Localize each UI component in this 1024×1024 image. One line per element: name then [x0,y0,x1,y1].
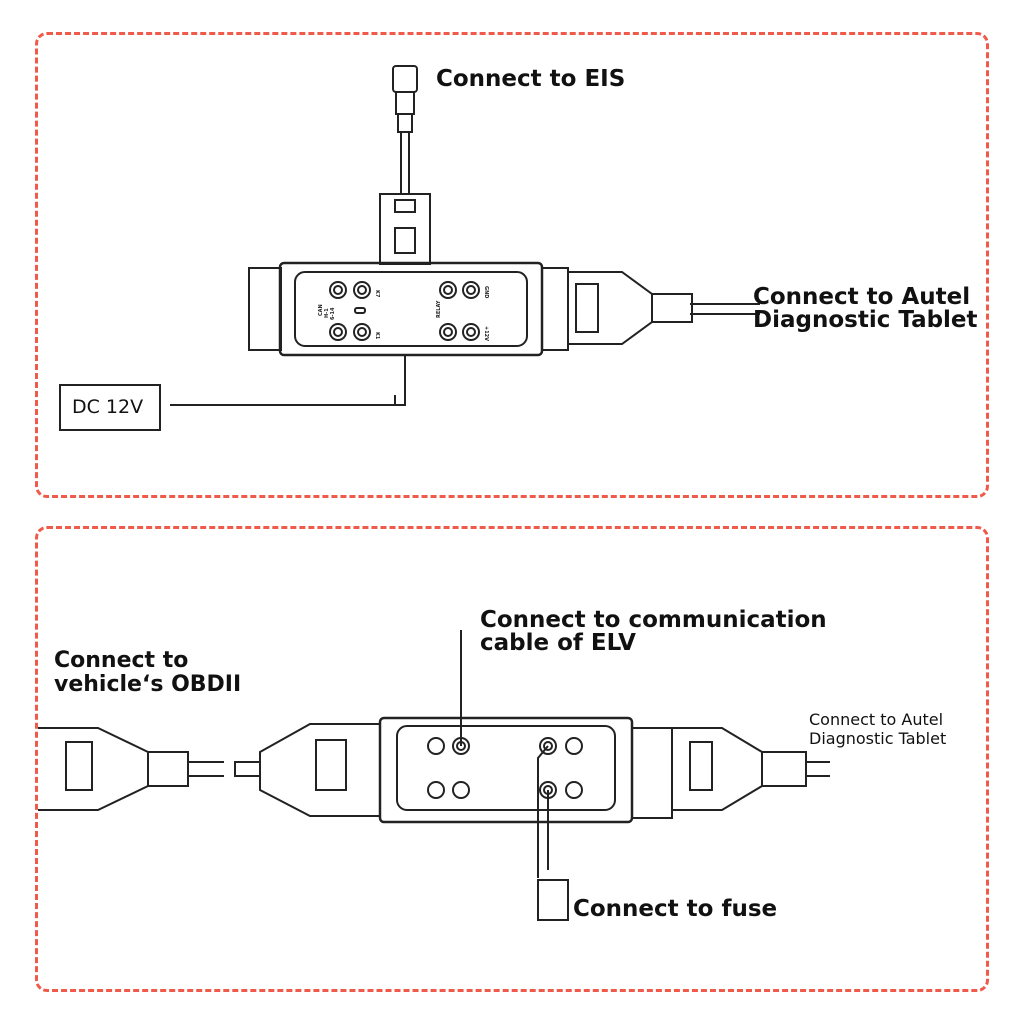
obd-label-1: Connect to [54,648,189,673]
elv-label-1: Connect to communication [480,607,827,633]
k1-label: K1 [374,332,380,340]
bottom-panel [35,526,989,992]
elv-label-2: cable of ELV [480,630,636,656]
bottom-tablet-label-1: Connect to Autel [809,710,944,729]
bottom-tablet-label-2: Diagnostic Tablet [809,729,947,748]
top-device [170,261,760,406]
top-panel [35,32,989,498]
top-tablet-label-2: Diagnostic Tablet [753,307,978,333]
eis-connector [379,65,431,265]
can-label: CAN [318,304,324,316]
obd-connector [38,727,224,811]
l-label: 6-14 [330,307,336,320]
dc-power-box [59,384,161,431]
fuse-label: Connect to fuse [573,896,778,922]
bottom-device [234,630,830,921]
eis-label: Connect to EIS [436,66,626,92]
v12-label: +12V [483,326,489,341]
obd-label-2: vehicle‘s OBDII [54,672,242,697]
dc-12v-label: DC 12V [72,396,144,418]
top-tablet-label-1: Connect to Autel [753,284,971,310]
relay-label: RELAY [436,300,442,318]
h-label: H-1 [324,308,330,318]
k7-label: K7 [374,290,380,298]
gnd-label: GND [483,286,489,298]
